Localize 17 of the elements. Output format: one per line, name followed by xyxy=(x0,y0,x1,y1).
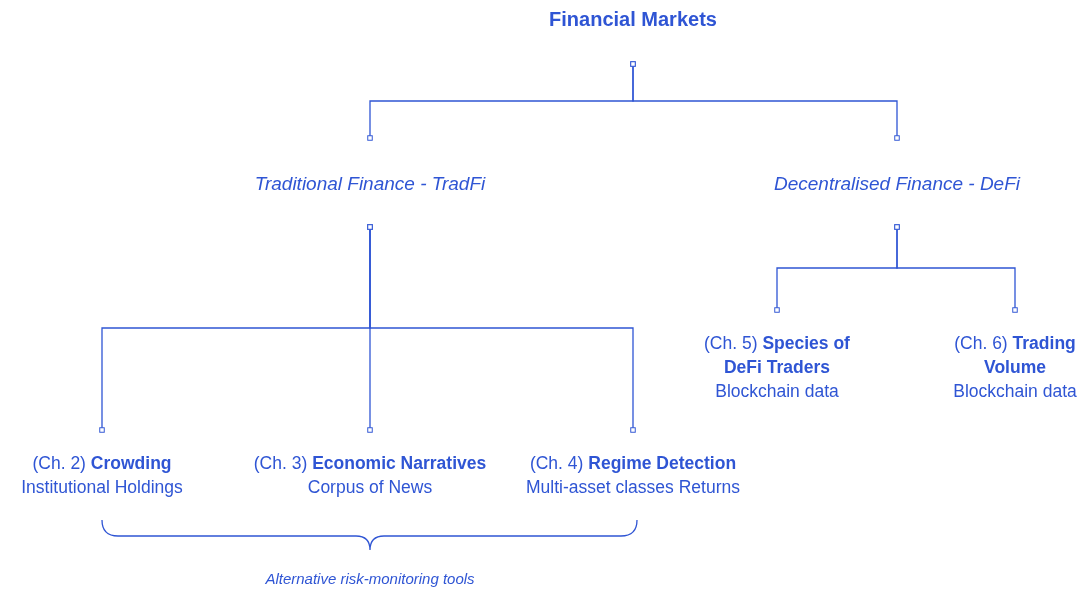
branch-label: Decentralised Finance - DeFi xyxy=(772,173,1022,195)
data-source: Institutional Holdings xyxy=(20,476,184,499)
chapter-title: (Ch. 4) Regime Detection xyxy=(528,452,738,475)
chapter-title: (Ch. 3) Economic Narratives xyxy=(252,452,488,475)
group-note: Alternative risk-monitoring tools xyxy=(264,570,476,587)
tree-connector xyxy=(630,61,900,141)
data-source: Corpus of News xyxy=(306,476,434,499)
data-source: Blockchain data xyxy=(714,380,840,403)
branch-label: Traditional Finance - TradFi xyxy=(253,173,487,195)
tree-connector xyxy=(367,224,636,433)
chapter-title: (Ch. 6) Trading Volume xyxy=(953,332,1077,379)
chapter-title: (Ch. 5) Species of DeFi Traders xyxy=(703,332,851,379)
chapter-title: (Ch. 2) Crowding xyxy=(31,452,173,475)
root-label: Financial Markets xyxy=(548,7,718,32)
data-source: Blockchain data xyxy=(952,380,1078,403)
tree-connector xyxy=(894,224,1018,313)
data-source: Multi-asset classes Returns xyxy=(525,476,741,499)
